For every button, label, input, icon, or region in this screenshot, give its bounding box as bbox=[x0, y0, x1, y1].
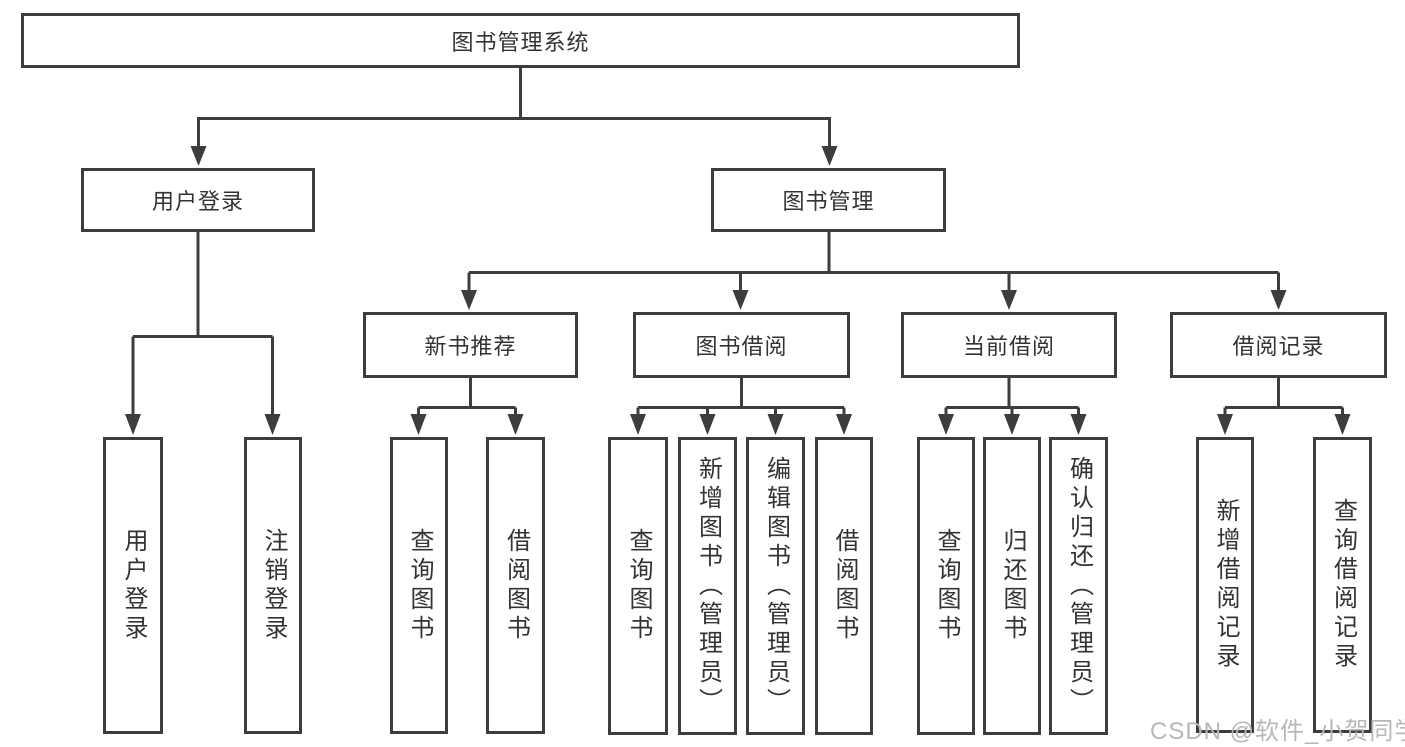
node-new-book-recommend: 新书推荐 bbox=[363, 312, 578, 378]
leaf-return-books: 归还图书 bbox=[983, 437, 1041, 735]
node-borrow-records: 借阅记录 bbox=[1170, 312, 1387, 378]
arrowheads bbox=[125, 146, 1351, 435]
leaf-edit-books-admin: 编辑图书（管理员） bbox=[746, 437, 805, 735]
leaf-borrow-books-1: 借阅图书 bbox=[486, 437, 545, 734]
connector-path bbox=[131, 68, 1344, 417]
node-book-borrowing: 图书借阅 bbox=[633, 312, 850, 378]
leaf-query-books-2: 查询图书 bbox=[608, 437, 668, 735]
node-user-login: 用户登录 bbox=[81, 168, 315, 232]
node-current-borrowing: 当前借阅 bbox=[901, 312, 1117, 378]
leaf-confirm-return-admin: 确认归还（管理员） bbox=[1049, 437, 1108, 735]
leaf-query-borrow-record: 查询借阅记录 bbox=[1313, 437, 1372, 733]
leaf-user-login: 用户登录 bbox=[103, 437, 163, 734]
leaf-logout: 注销登录 bbox=[244, 437, 302, 734]
node-library-system: 图书管理系统 bbox=[21, 13, 1020, 68]
leaf-add-books-admin: 新增图书（管理员） bbox=[678, 437, 737, 735]
node-book-management: 图书管理 bbox=[711, 168, 946, 232]
csdn-watermark: CSDN @软件_小贺同学 bbox=[1150, 718, 1405, 745]
leaf-add-borrow-record: 新增借阅记录 bbox=[1196, 437, 1254, 733]
leaf-borrow-books-2: 借阅图书 bbox=[815, 437, 873, 735]
leaf-query-books-3: 查询图书 bbox=[917, 437, 975, 735]
leaf-query-books-1: 查询图书 bbox=[390, 437, 448, 734]
